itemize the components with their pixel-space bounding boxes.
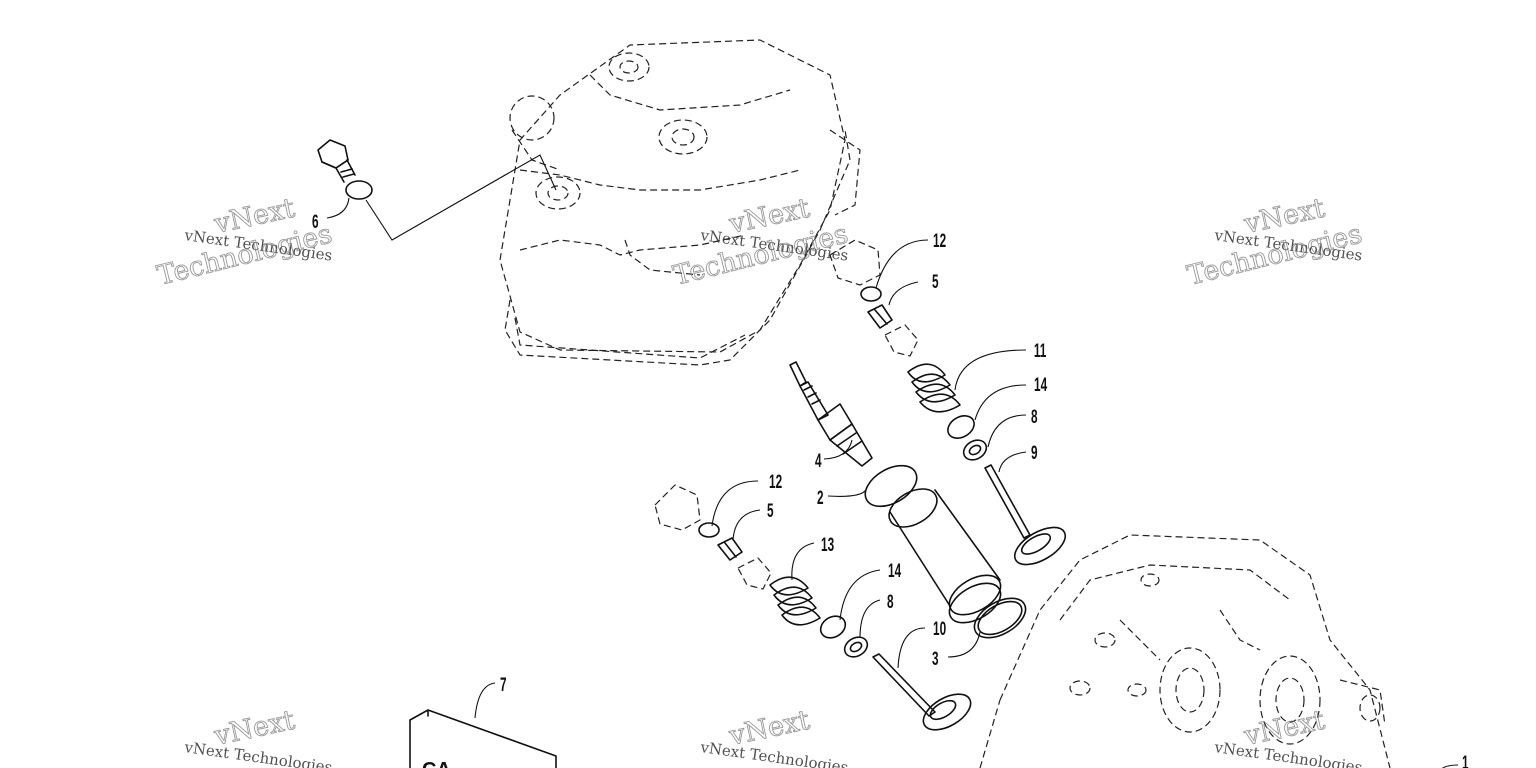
callout-1: 1 <box>1462 753 1469 768</box>
callout-11: 11 <box>1034 341 1047 361</box>
callout-6: 6 <box>312 212 319 232</box>
leader-lines <box>326 197 1459 768</box>
cylinder-head <box>979 534 1391 768</box>
watermark-bottom-left: vNext vNext Technologies <box>182 704 333 768</box>
callout-12-upper: 12 <box>933 231 946 251</box>
watermark-top-right: vNext vNext Technologies Technologies <box>1184 192 1366 292</box>
bolt-with-oring <box>317 139 557 241</box>
callout-12-lower: 12 <box>769 472 782 492</box>
watermark-bottom-center: vNext vNext Technologies <box>698 704 849 768</box>
upper-valve-train <box>829 239 1067 566</box>
watermark-top-center: vNext vNext Technologies Technologies <box>670 192 852 292</box>
cylinder-sleeve <box>864 464 1027 639</box>
callout-7: 7 <box>500 675 507 695</box>
watermark-top-left: vNext vNext Technologies Technologies <box>154 192 336 292</box>
callout-numbers: 6 12 5 11 14 8 9 4 2 12 5 13 14 8 10 3 7… <box>312 212 1469 768</box>
callout-13: 13 <box>821 535 834 555</box>
valve-cover <box>499 39 861 366</box>
callout-4: 4 <box>815 451 822 471</box>
label-box-text: CA <box>422 759 451 768</box>
callout-8-lower: 8 <box>887 592 894 612</box>
spark-plug <box>789 361 873 467</box>
callout-14-upper: 14 <box>1034 375 1047 395</box>
watermark-bottom-right: vNext vNext Technologies <box>1212 704 1363 768</box>
callout-9: 9 <box>1031 443 1038 463</box>
callout-5-lower: 5 <box>767 501 774 521</box>
callout-14-lower: 14 <box>888 561 901 581</box>
lower-valve-train <box>654 484 972 731</box>
callout-3: 3 <box>932 649 939 669</box>
label-box: CA <box>409 709 557 768</box>
callout-8-upper: 8 <box>1031 407 1038 427</box>
callout-10: 10 <box>933 619 946 639</box>
callout-2: 2 <box>817 488 824 508</box>
callout-5-upper: 5 <box>932 272 939 292</box>
